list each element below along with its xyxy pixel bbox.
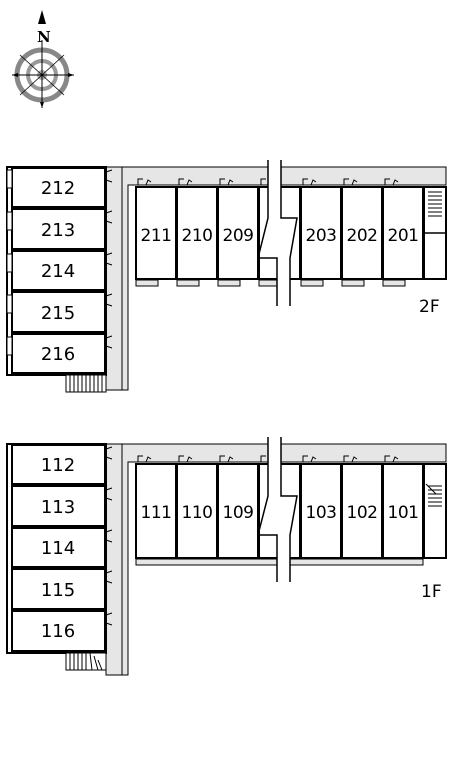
wing-unit: 116 xyxy=(11,610,106,652)
row-unit: 201 xyxy=(382,186,424,280)
floor-1f: 112 113 114 115 116 xyxy=(6,437,447,676)
unit-number: 103 xyxy=(306,503,337,523)
row-unit: 203 xyxy=(300,186,342,280)
corridor xyxy=(105,443,123,676)
unit-number: 109 xyxy=(223,503,254,523)
unit-number: 203 xyxy=(306,226,337,246)
unit-number: 214 xyxy=(41,261,75,282)
row-unit: 111 xyxy=(135,463,177,559)
unit-number: 212 xyxy=(41,178,75,199)
stairs-icon xyxy=(65,652,107,671)
floor-label: 1F xyxy=(421,582,442,602)
unit-number: 114 xyxy=(41,538,75,559)
row-unit: 102 xyxy=(341,463,383,559)
corridor xyxy=(121,166,447,391)
wing-unit: 115 xyxy=(11,568,106,610)
unit-number: 101 xyxy=(388,503,419,523)
unit-number: 215 xyxy=(41,303,75,324)
wing-unit: 213 xyxy=(11,208,106,250)
unit-number: 111 xyxy=(141,503,172,523)
unit-number: 115 xyxy=(41,580,75,601)
corridor xyxy=(105,166,123,391)
stairs-icon xyxy=(428,191,442,217)
wing-unit: 214 xyxy=(11,250,106,291)
row-unit: 202 xyxy=(341,186,383,280)
row-unit: 101 xyxy=(382,463,424,559)
wing-unit: 216 xyxy=(11,333,106,374)
wing-unit: 212 xyxy=(11,167,106,208)
unit-number: 210 xyxy=(182,226,213,246)
row-unit: 110 xyxy=(176,463,218,559)
unit-number: 201 xyxy=(388,226,419,246)
unit-number: 213 xyxy=(41,220,75,241)
row-unit: 211 xyxy=(135,186,177,280)
wing-unit: 112 xyxy=(11,444,106,485)
unit-number: 116 xyxy=(41,621,75,642)
floor-2f: 212 213 214 215 216 xyxy=(6,160,447,393)
break-symbol xyxy=(257,437,298,582)
break-symbol xyxy=(257,160,298,306)
unit-number: 110 xyxy=(182,503,213,523)
row-unit: 103 xyxy=(300,463,342,559)
row-unit: 209 xyxy=(217,186,259,280)
unit-number: 113 xyxy=(41,497,75,518)
row-unit: 109 xyxy=(217,463,259,559)
corridor xyxy=(121,443,447,676)
compass-rose-icon xyxy=(12,10,74,108)
unit-number: 211 xyxy=(141,226,172,246)
wing-unit: 114 xyxy=(11,527,106,568)
row-unit: 210 xyxy=(176,186,218,280)
compass-north-label: N xyxy=(37,28,51,46)
wing-unit: 113 xyxy=(11,485,106,527)
unit-number: 102 xyxy=(347,503,378,523)
unit-number: 112 xyxy=(41,455,75,476)
floor-label: 2F xyxy=(419,297,440,317)
stairs-icon xyxy=(425,483,442,507)
unit-number: 202 xyxy=(347,226,378,246)
unit-number: 216 xyxy=(41,344,75,365)
unit-number: 209 xyxy=(223,226,254,246)
wing-unit: 215 xyxy=(11,291,106,333)
stairs-icon xyxy=(65,374,107,393)
